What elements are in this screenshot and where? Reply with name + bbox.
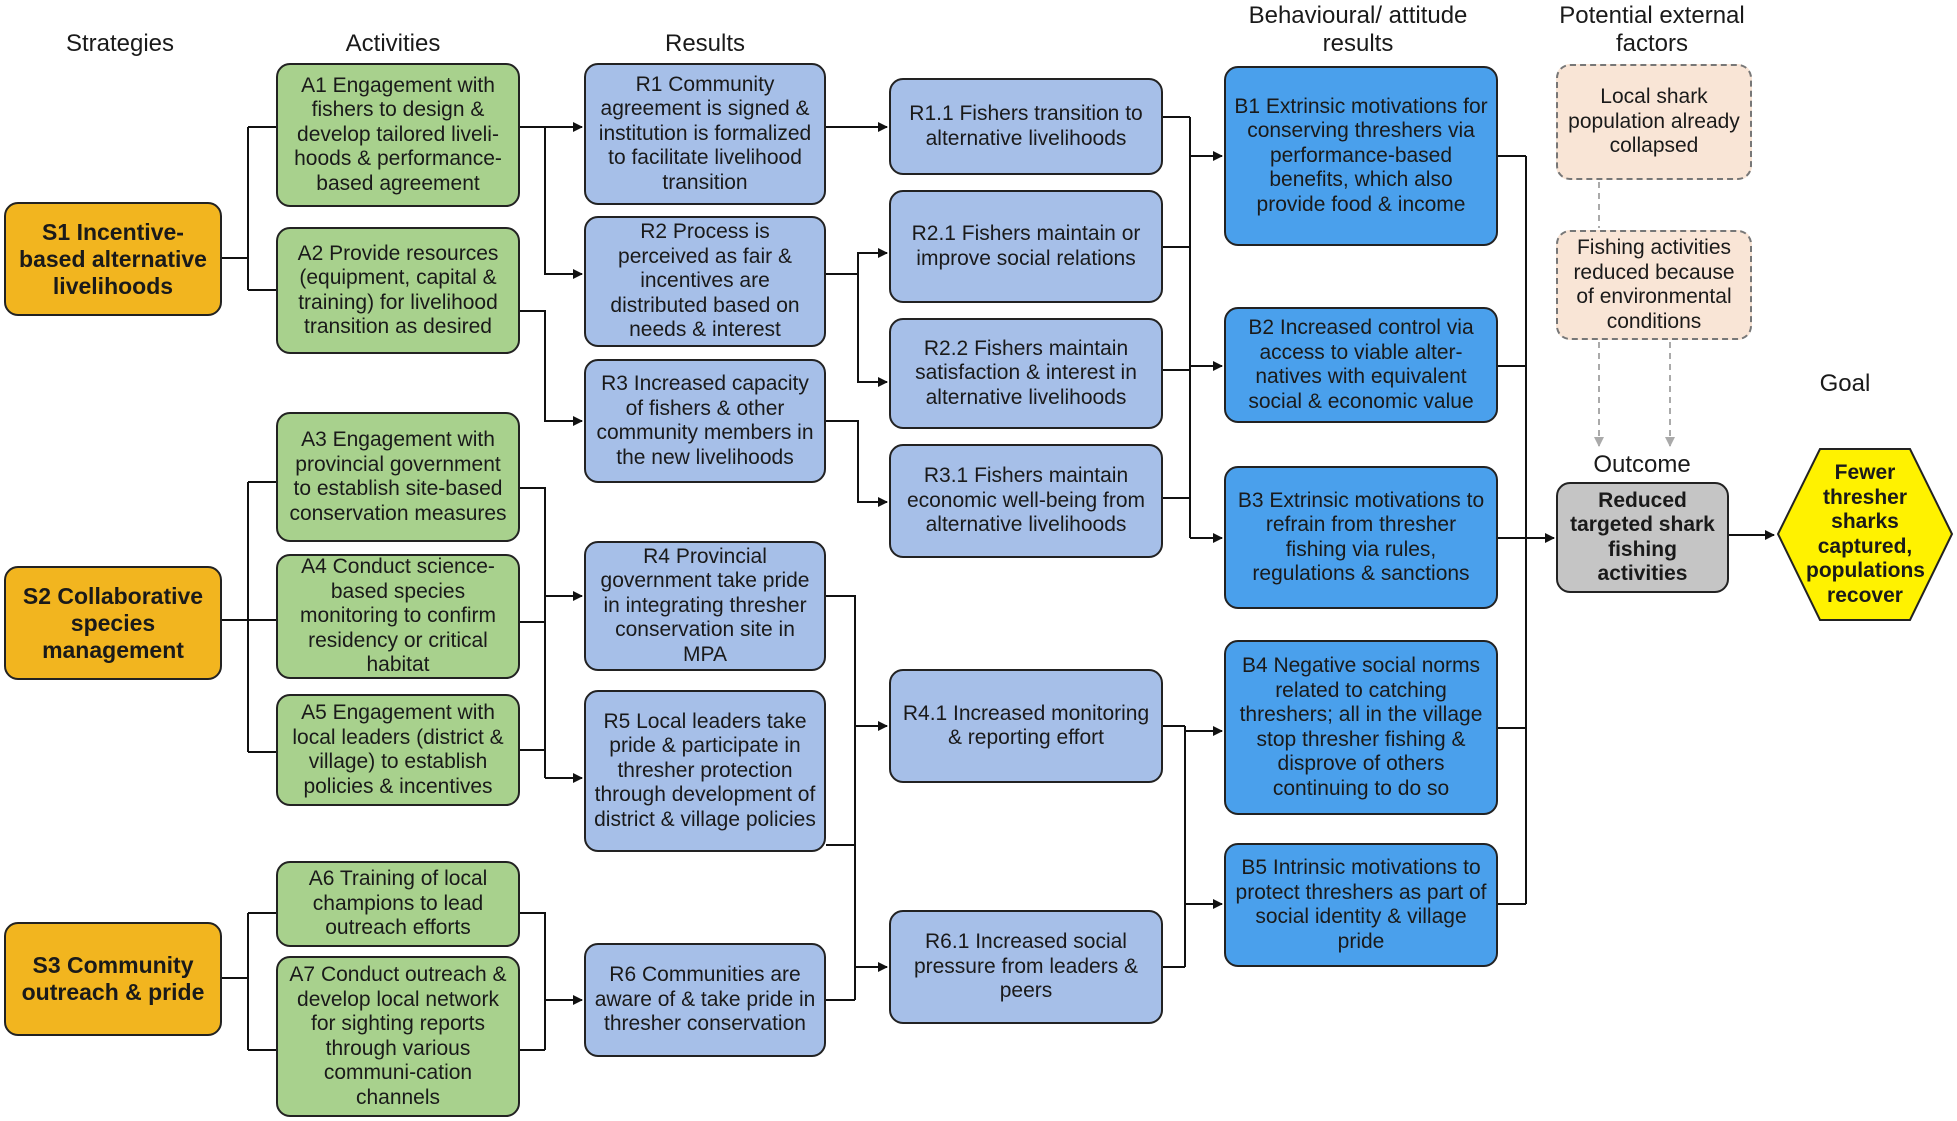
goal-label: Fewer thresher sharks captured, populati… bbox=[1806, 461, 1925, 607]
external-factor-e2: Fishing activities reduced because of en… bbox=[1556, 230, 1752, 340]
header-results: Results bbox=[664, 30, 746, 57]
result-r1: R1 Community agreement is signed & insti… bbox=[584, 63, 826, 205]
behavioural-b5-label: B5 Intrinsic motivations to protect thre… bbox=[1235, 856, 1487, 953]
activity-a5: A5 Engagement with local leaders (distri… bbox=[276, 694, 520, 806]
result-r4: R4 Provincial government take pride in i… bbox=[584, 541, 826, 671]
edge-r4-r5-r4-1 bbox=[826, 595, 887, 1000]
strategy-s2-label: S2 Collaborative species management bbox=[22, 582, 204, 663]
activity-a4: A4 Conduct science-based species monitor… bbox=[276, 554, 520, 679]
result-r6-label: R6 Communities are aware of & take pride… bbox=[594, 963, 816, 1036]
external-factor-e1: Local shark population already collapsed bbox=[1556, 64, 1752, 180]
header-goal: Goal bbox=[1819, 370, 1871, 397]
activity-a4-label: A4 Conduct science-based species monitor… bbox=[299, 555, 497, 677]
behavioural-b1-label: B1 Extrinsic motivations for conserving … bbox=[1234, 94, 1488, 216]
edge-a4-a5-r5 bbox=[520, 622, 582, 778]
strategy-s2: S2 Collaborative species management bbox=[4, 566, 222, 680]
result-r5: R5 Local leaders take pride & participat… bbox=[584, 690, 826, 852]
behavioural-b4: B4 Negative social norms related to catc… bbox=[1224, 640, 1498, 815]
behavioural-b2-label: B2 Increased control via access to viabl… bbox=[1248, 316, 1474, 413]
activity-a6: A6 Training of local champions to lead o… bbox=[276, 861, 520, 947]
edge-r4-1-r6-1-b4-b5 bbox=[1163, 725, 1186, 968]
goal-text-wrap: Fewer thresher sharks captured, populati… bbox=[1776, 447, 1954, 622]
edge-r6-r6-1 bbox=[826, 967, 887, 1001]
edge-a1-r1-r2 bbox=[520, 126, 583, 279]
edge-r3-r3-1 bbox=[826, 420, 888, 507]
edge-s2-activities bbox=[222, 481, 276, 753]
strategy-s1-label: S1 Incentive-based alternative livelihoo… bbox=[19, 218, 207, 299]
activity-a7: A7 Conduct outreach & develop local netw… bbox=[276, 956, 520, 1117]
strategy-s3: S3 Community outreach & pride bbox=[4, 922, 222, 1036]
result-r2-2: R2.2 Fishers maintain satisfaction & int… bbox=[889, 318, 1163, 429]
edge-s3-activities bbox=[222, 912, 276, 1051]
goal-hexagon: Fewer thresher sharks captured, populati… bbox=[1776, 447, 1954, 622]
behavioural-b2: B2 Increased control via access to viabl… bbox=[1224, 307, 1498, 423]
activity-a1: A1 Engagement with fishers to design & d… bbox=[276, 63, 520, 207]
outcome-label: Reduced targeted shark fishing activitie… bbox=[1570, 488, 1715, 586]
result-r4-1-label: R4.1 Increased monitoring & reporting ef… bbox=[902, 701, 1150, 750]
result-r2: R2 Process is perceived as fair & incent… bbox=[584, 216, 826, 347]
result-r4-1: R4.1 Increased monitoring & reporting ef… bbox=[889, 669, 1163, 783]
result-r1-label: R1 Community agreement is signed & insti… bbox=[598, 72, 812, 194]
edge-s1-activities bbox=[222, 126, 276, 291]
activity-a6-label: A6 Training of local champions to lead o… bbox=[308, 867, 488, 940]
result-r4-label: R4 Provincial government take pride in i… bbox=[600, 544, 810, 666]
strategy-s3-label: S3 Community outreach & pride bbox=[21, 952, 205, 1005]
edge-a2-r3 bbox=[520, 310, 583, 426]
edge-r2-r2-1-r2-2 bbox=[826, 248, 888, 275]
header-strategies: Strategies bbox=[65, 30, 175, 57]
behavioural-b3-label: B3 Extrinsic motivations to refrain from… bbox=[1237, 488, 1485, 586]
edge-behavioural-outcome bbox=[1498, 155, 1527, 905]
result-r3-1-label: R3.1 Fishers maintain economic well-bein… bbox=[906, 464, 1146, 537]
activity-a1-label: A1 Engagement with fishers to design & d… bbox=[294, 73, 502, 195]
behavioural-b4-label: B4 Negative social norms related to catc… bbox=[1239, 654, 1483, 800]
activity-a2-label: A2 Provide resources (equipment, capital… bbox=[297, 241, 499, 339]
result-r3: R3 Increased capacity of fishers & other… bbox=[584, 359, 826, 483]
outcome-box: Reduced targeted shark fishing activitie… bbox=[1556, 482, 1729, 593]
header-activities: Activities bbox=[345, 30, 441, 57]
result-r6-1-label: R6.1 Increased social pressure from lead… bbox=[913, 930, 1139, 1003]
activity-a5-label: A5 Engagement with local leaders (distri… bbox=[292, 701, 504, 798]
result-r2-1: R2.1 Fishers maintain or improve social … bbox=[889, 190, 1163, 303]
goal-hexagon-shape bbox=[1776, 448, 1954, 621]
result-r1-1: R1.1 Fishers transition to alternative l… bbox=[889, 78, 1163, 175]
behavioural-b5: B5 Intrinsic motivations to protect thre… bbox=[1224, 843, 1498, 967]
result-r2-2-label: R2.2 Fishers maintain satisfaction & int… bbox=[915, 336, 1137, 409]
result-r2-1-label: R2.1 Fishers maintain or improve social … bbox=[911, 222, 1141, 270]
edge-a3-a4-r4 bbox=[520, 487, 582, 623]
header-behavioural: Behavioural/ attitude results bbox=[1248, 2, 1468, 57]
edge-a6-a7-r6 bbox=[520, 912, 582, 1051]
result-r5-label: R5 Local leaders take pride & participat… bbox=[594, 709, 816, 831]
behavioural-b1: B1 Extrinsic motivations for conserving … bbox=[1224, 66, 1498, 246]
result-r6-1: R6.1 Increased social pressure from lead… bbox=[889, 910, 1163, 1024]
result-r3-label: R3 Increased capacity of fishers & other… bbox=[596, 372, 814, 469]
result-r3-1: R3.1 Fishers maintain economic well-bein… bbox=[889, 444, 1163, 558]
result-r6: R6 Communities are aware of & take pride… bbox=[584, 943, 826, 1057]
strategy-s1: S1 Incentive-based alternative livelihoo… bbox=[4, 202, 222, 316]
header-external: Potential external factors bbox=[1559, 2, 1745, 57]
activity-a3: A3 Engagement with provincial government… bbox=[276, 412, 520, 542]
activity-a7-label: A7 Conduct outreach & develop local netw… bbox=[289, 963, 507, 1109]
activity-a3-label: A3 Engagement with provincial government… bbox=[289, 428, 507, 525]
external-factor-e2-label: Fishing activities reduced because of en… bbox=[1573, 236, 1735, 333]
result-r2-label: R2 Process is perceived as fair & incent… bbox=[610, 220, 800, 342]
activity-a2: A2 Provide resources (equipment, capital… bbox=[276, 227, 520, 354]
behavioural-b3: B3 Extrinsic motivations to refrain from… bbox=[1224, 466, 1498, 609]
edge-sub-results-b bbox=[1163, 116, 1191, 538]
external-factor-e1-label: Local shark population already collapsed bbox=[1568, 85, 1740, 158]
result-r1-1-label: R1.1 Fishers transition to alternative l… bbox=[909, 102, 1143, 150]
header-outcome: Outcome bbox=[1593, 451, 1691, 478]
